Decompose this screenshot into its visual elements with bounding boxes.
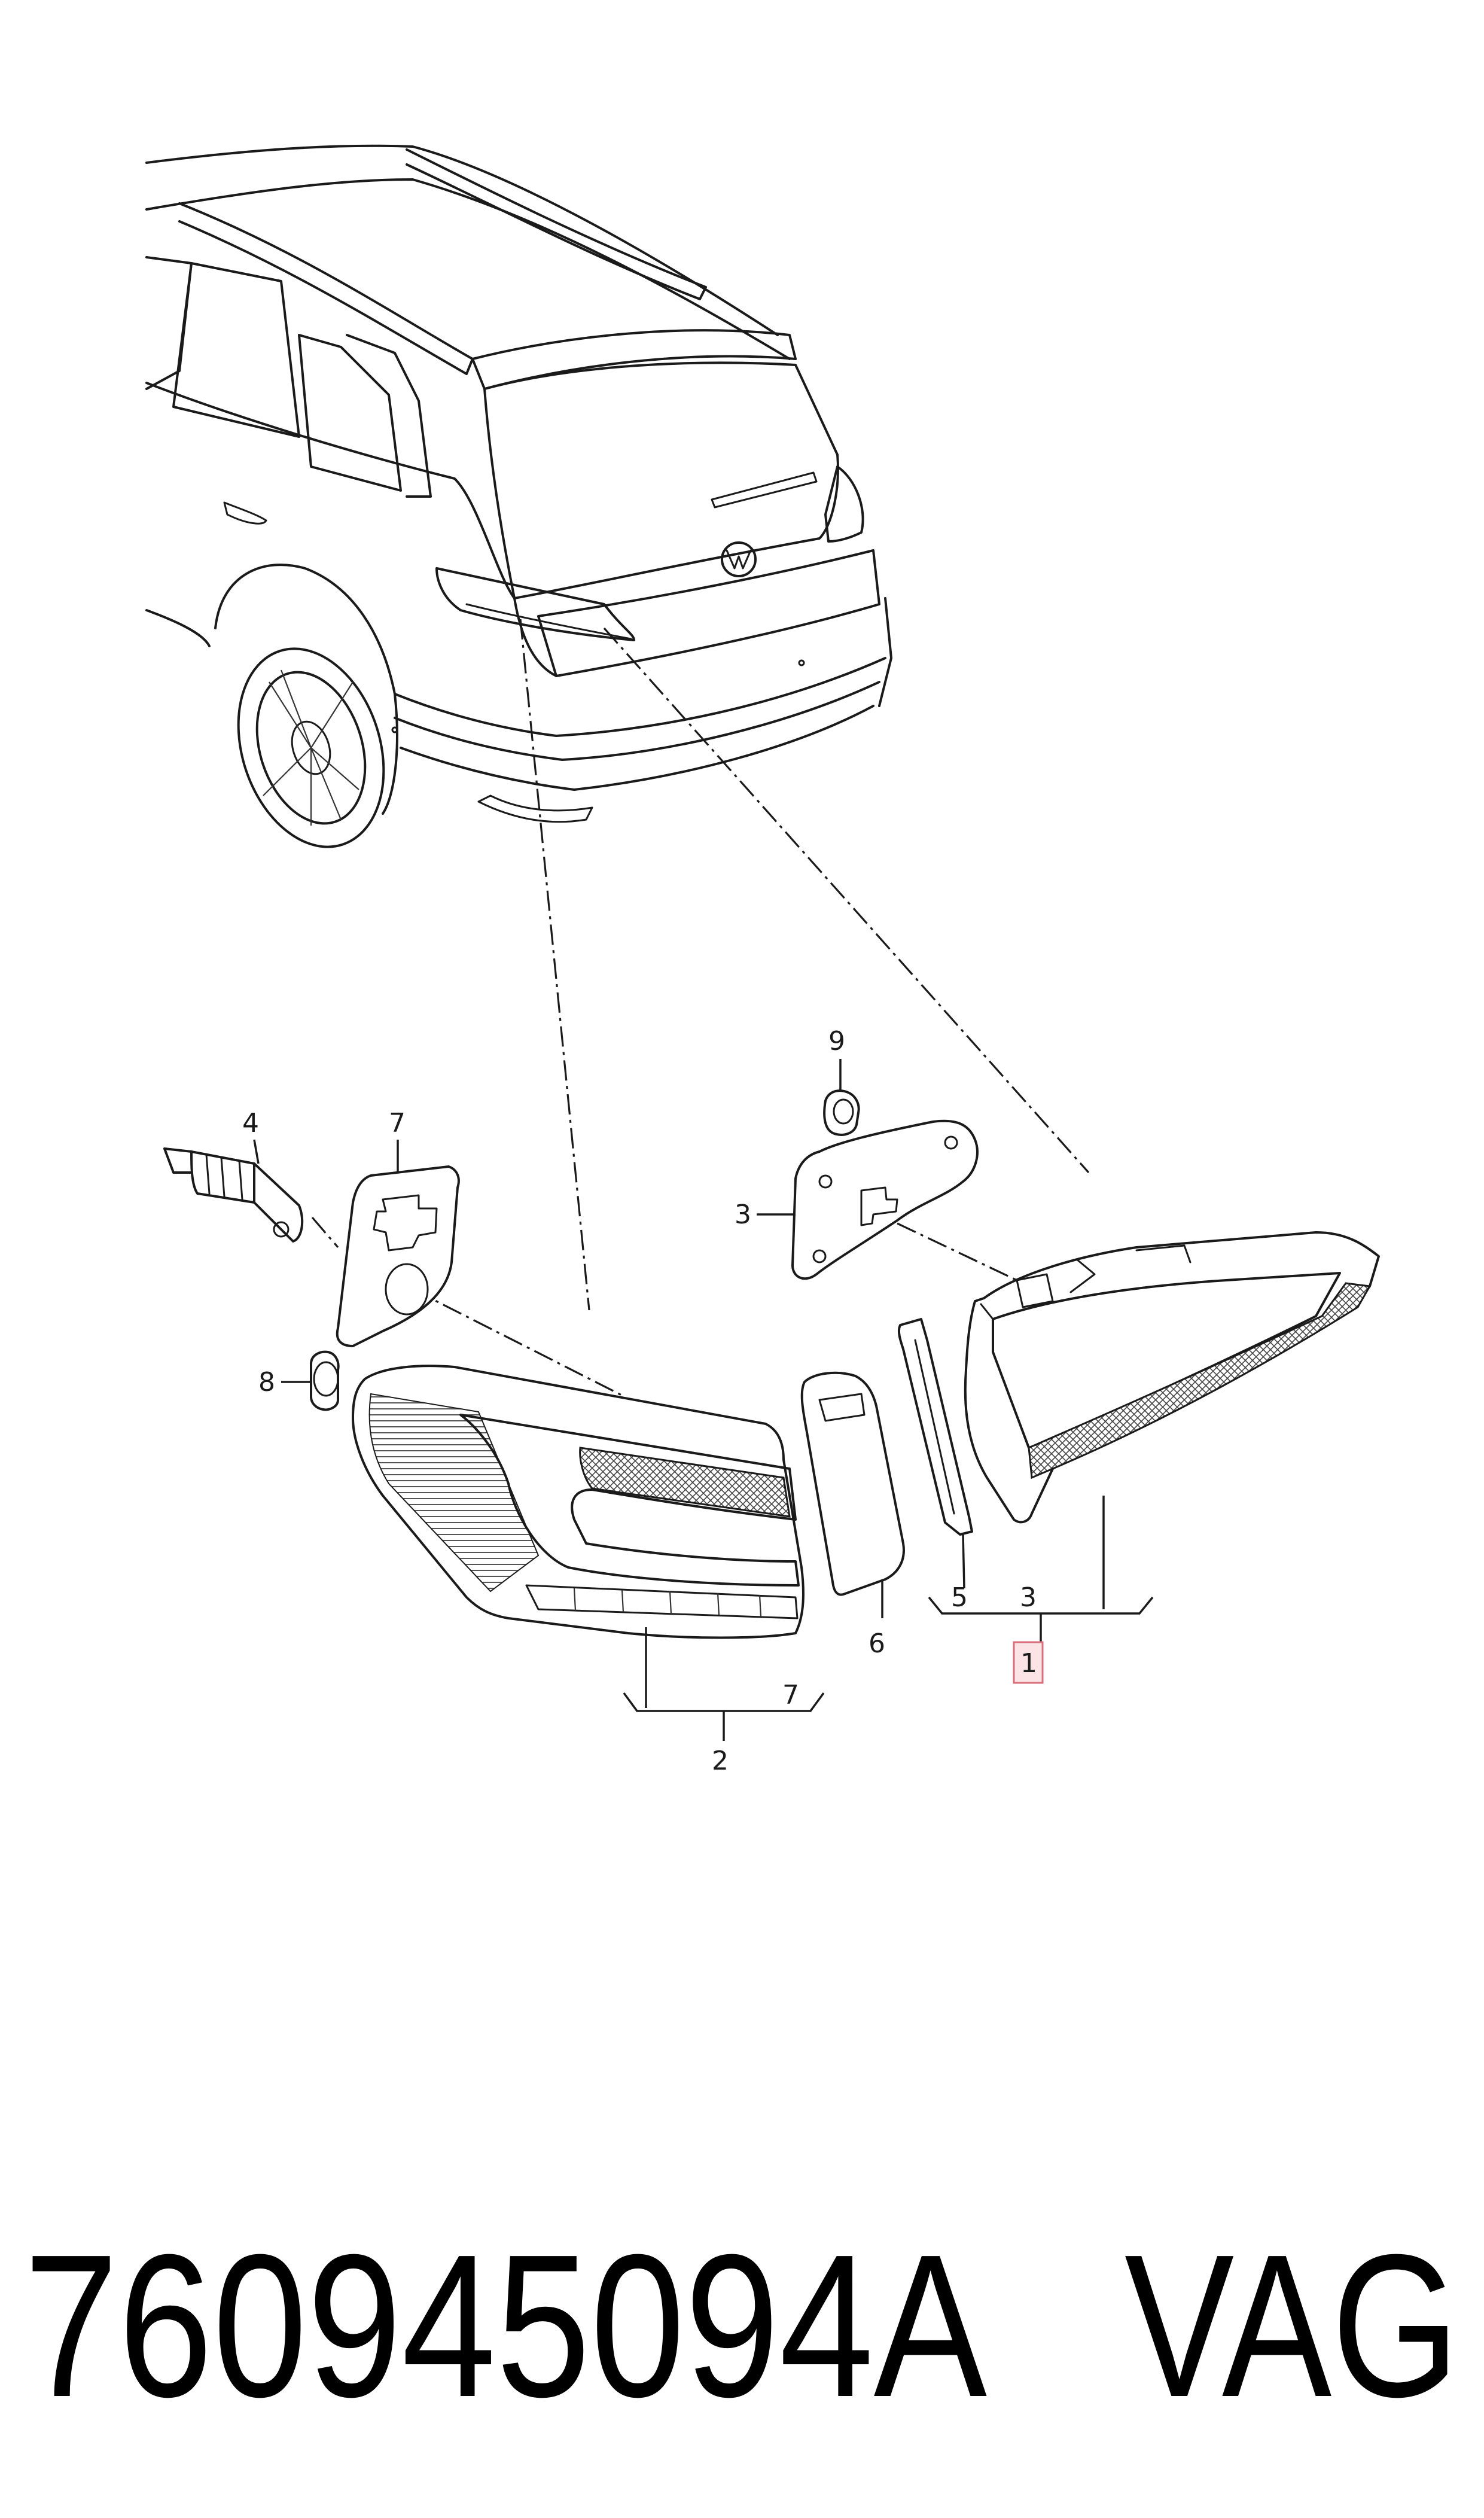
part-number: 760945094A (24, 2212, 988, 2440)
callout-label-4: 4 (242, 1108, 259, 1138)
callout-label-7-top: 7 (389, 1108, 406, 1138)
callout-label-9: 9 (828, 1026, 845, 1056)
part-9-clip (823, 1089, 860, 1136)
leader-lines (311, 619, 1090, 1398)
vehicle-illustration (145, 144, 892, 848)
footer: 760945094A VAG (24, 2212, 1459, 2440)
callout-label-2: 2 (712, 1746, 729, 1776)
highlight-box-part-1 (1013, 1641, 1044, 1684)
part-1-inner-tail-light (964, 1231, 1380, 1524)
part-2-outer-tail-light (352, 1365, 805, 1639)
callout-label-7-bracket: 7 (782, 1680, 799, 1710)
callout-label-8: 8 (258, 1367, 275, 1397)
part-3-gasket (791, 1119, 979, 1280)
callout-label-6: 6 (869, 1628, 885, 1659)
part-7-gasket (336, 1165, 460, 1347)
callout-label-3-top: 3 (735, 1199, 751, 1230)
part-8-clip-nut (310, 1350, 340, 1411)
callout-leaders (253, 1059, 1154, 1741)
callout-label-5: 5 (951, 1582, 968, 1613)
part-5-seal-strip (897, 1318, 973, 1536)
callout-labels: 4 7 9 3 8 6 5 3 1 7 2 (242, 1026, 1044, 1776)
part-6-trim-strip (800, 1371, 905, 1596)
part-4-bulb-socket (163, 1147, 304, 1243)
callout-label-3-bracket: 3 (1020, 1582, 1037, 1613)
callout-label-1: 1 (1020, 1648, 1037, 1679)
brand-label: VAG (1125, 2212, 1459, 2440)
